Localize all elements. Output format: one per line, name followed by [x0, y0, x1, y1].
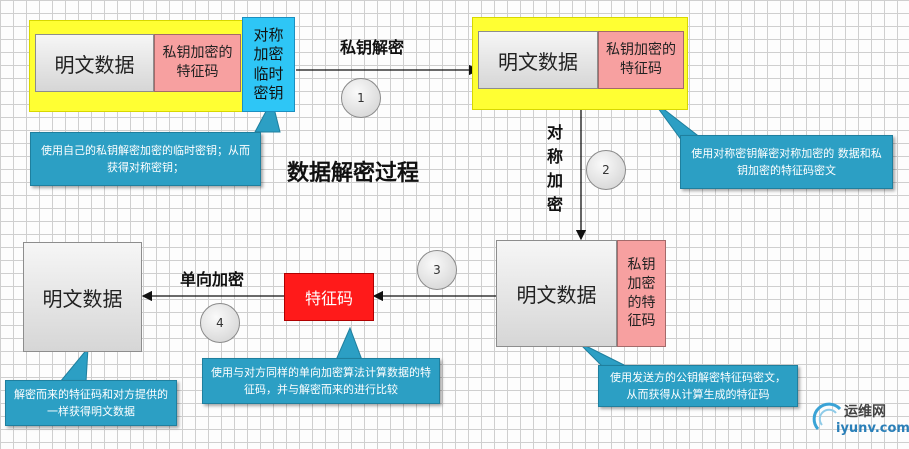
note-step-2-text: 使用对称密钥解密对称加密的 数据和私钥加密的特征码密文 — [691, 146, 882, 177]
private-key-decrypt-label: 私钥解密 — [340, 38, 405, 57]
step-number-1: 1 — [357, 91, 365, 105]
note-result: 解密而来的特征码和对方提供的一样获得明文数据 — [5, 380, 177, 426]
step-circle-4: 4 — [200, 303, 240, 343]
note-step-2: 使用对称密钥解密对称加密的 数据和私钥加密的特征码密文 — [680, 135, 893, 189]
feature-code-box-3: 私钥加密的特征码 — [617, 240, 666, 347]
plaintext-box-4: 明文数据 — [23, 242, 142, 352]
feature-code-label-2: 私钥加密的特征码 — [606, 42, 676, 77]
note-step-3: 使用发送方的公钥解密特征码密文，从而获得从计算生成的特征码 — [598, 365, 798, 407]
temp-key-label: 对称加密临时密钥 — [253, 26, 284, 102]
watermark-brand: 运维网 — [844, 404, 886, 420]
watermark: 运维网 iyunv.com — [810, 395, 909, 443]
feature-code-label: 特征码 — [304, 289, 353, 308]
watermark-logo-icon — [812, 402, 842, 431]
watermark-url: iyunv.com — [836, 421, 909, 436]
plaintext-box-2: 明文数据 — [478, 31, 598, 89]
plaintext-box-1: 明文数据 — [35, 34, 154, 92]
note-step-4-text: 使用与对方同样的单向加密算法计算数据的特征码，并与解密而来的进行比较 — [211, 365, 431, 396]
note-step-4: 使用与对方同样的单向加密算法计算数据的特征码，并与解密而来的进行比较 — [202, 358, 440, 404]
step-circle-1: 1 — [341, 78, 381, 118]
plaintext-label-4: 明文数据 — [42, 286, 123, 311]
note-step-1-text: 使用自己的私钥解密加密的临时密钥；从而获得对称密钥； — [41, 143, 250, 174]
diagram-title: 数据解密过程 — [287, 161, 420, 186]
step-number-3: 3 — [433, 263, 441, 277]
plaintext-label-3: 明文数据 — [516, 283, 597, 307]
callout-pointer-4 — [335, 326, 363, 361]
note-step-1: 使用自己的私钥解密加密的临时密钥；从而获得对称密钥； — [30, 132, 261, 186]
feature-code-box-1: 私钥加密的特征码 — [154, 34, 241, 92]
feature-code-box-2: 私钥加密的特征码 — [598, 31, 684, 89]
step-circle-2: 2 — [586, 150, 626, 190]
temp-key-box: 对称加密临时密钥 — [242, 17, 295, 112]
note-result-text: 解密而来的特征码和对方提供的一样获得明文数据 — [14, 387, 168, 418]
step-circle-3: 3 — [417, 250, 457, 290]
step-number-2: 2 — [602, 163, 610, 177]
note-step-3-text: 使用发送方的公钥解密特征码密文，从而获得从计算生成的特征码 — [610, 370, 786, 401]
plaintext-label-1: 明文数据 — [54, 52, 135, 77]
one-way-encrypt-label: 单向加密 — [180, 270, 245, 289]
step-number-4: 4 — [216, 316, 224, 330]
plaintext-box-3: 明文数据 — [496, 240, 617, 347]
plaintext-label-2: 明文数据 — [498, 49, 578, 74]
callout-pointer-5 — [58, 346, 89, 383]
feature-code-box: 特征码 — [284, 273, 374, 321]
feature-code-label-1: 私钥加密的特征码 — [162, 45, 233, 80]
feature-code-label-3: 私钥加密的特征码 — [627, 256, 656, 330]
symmetric-encrypt-label: 对称加密 — [546, 123, 563, 214]
